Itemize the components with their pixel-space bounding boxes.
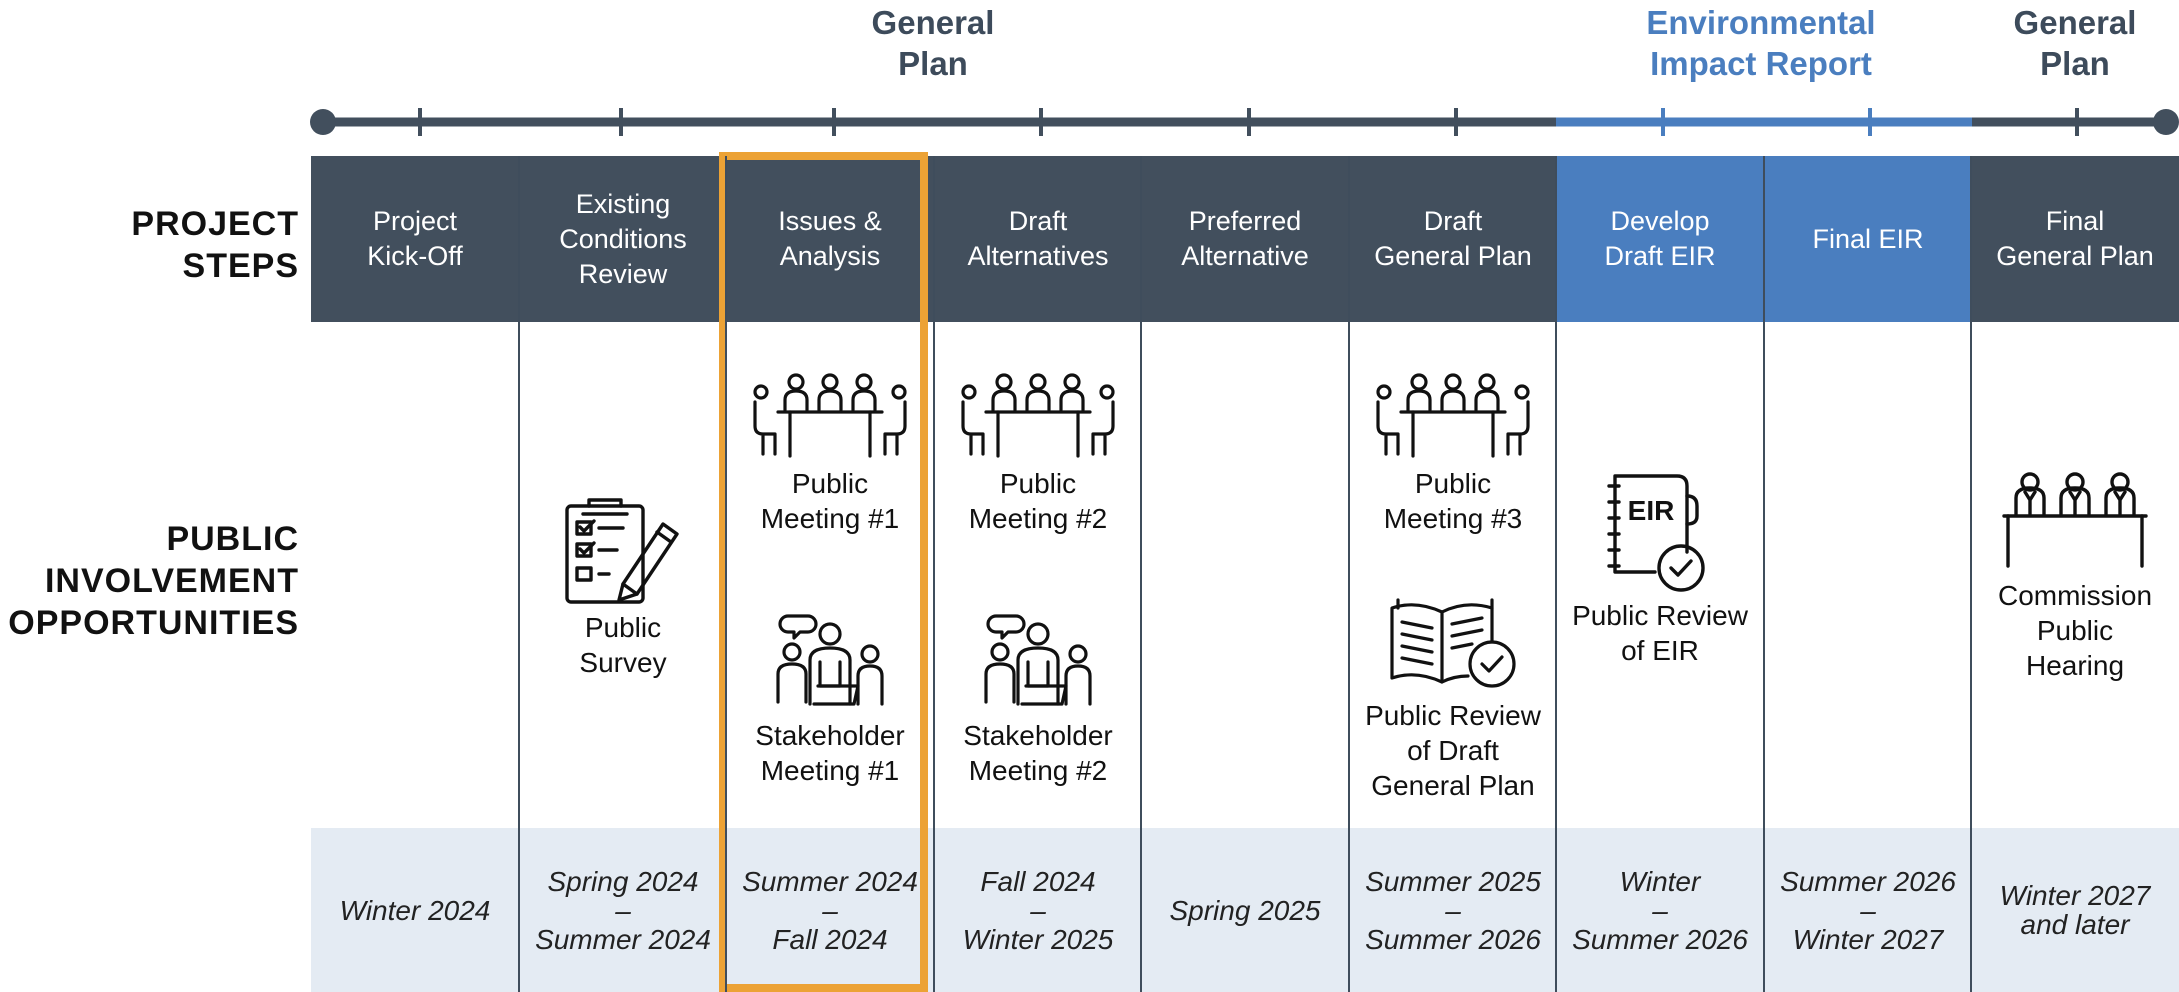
phase-label-general-plan: General Plan [871,4,995,82]
step-date: Spring 2025 [1141,828,1349,992]
step-header: Final EIR [1764,156,1972,322]
involvement-caption: Stakeholder Meeting #2 [963,720,1113,786]
involvement-item: Public Review of Draft General Plan [1349,592,1557,803]
involvement-caption: Public Survey [579,612,667,678]
step-column: Existing Conditions Review Public Survey… [519,156,727,992]
timeline [310,108,2179,136]
public-meeting-icon [1373,370,1533,460]
public-meeting-icon [750,370,910,460]
involvement-caption: Public Meeting #1 [760,468,900,534]
svg-text:EIR: EIR [1628,495,1675,526]
column-divider [1140,156,1142,992]
column-divider [933,156,935,992]
involvement-cell [1764,322,1972,828]
involvement-caption: Public Meeting #3 [1383,468,1523,534]
involvement-caption: Public Review of EIR [1572,600,1748,666]
step-column: Draft Alternatives Public Meeting #2 Sta… [934,156,1142,992]
involvement-cell: EIR Public Review of EIR [1556,322,1764,828]
step-column: Develop Draft EIR EIR Public Review of E… [1556,156,1764,992]
column-divider [1763,156,1765,992]
step-header: Develop Draft EIR [1556,156,1764,322]
column-divider [725,156,727,992]
step-header: Issues & Analysis [726,156,934,322]
column-divider [518,156,520,992]
involvement-caption: Commission Public Hearing [1997,580,2153,681]
step-header: Existing Conditions Review [519,156,727,322]
row-label-project-steps: PROJECT STEPS [131,205,299,285]
involvement-item: Stakeholder Meeting #2 [934,612,1142,788]
column-divider [1348,156,1350,992]
involvement-cell: Public Meeting #2 Stakeholder Meeting #2 [934,322,1142,828]
step-column: Issues & Analysis Public Meeting #1 Stak… [726,156,934,992]
involvement-cell [1141,322,1349,828]
step-date: Summer 2025 – Summer 2026 [1349,828,1557,992]
document-review-icon [1388,592,1518,692]
involvement-item: Public Meeting #3 [1349,370,1557,536]
step-date: Winter – Summer 2026 [1556,828,1764,992]
step-header: Draft General Plan [1349,156,1557,322]
phase-label-eir: Environmental Impact Report [1646,4,1876,82]
involvement-caption: Public Meeting #2 [968,468,1108,534]
step-date: Fall 2024 – Winter 2025 [934,828,1142,992]
involvement-item: Commission Public Hearing [1971,472,2179,683]
involvement-cell: Commission Public Hearing [1971,322,2179,828]
eir-binder-icon: EIR [1605,472,1715,592]
step-column: Final General Plan Commission Public Hea… [1971,156,2179,992]
involvement-item: Public Meeting #2 [934,370,1142,536]
step-header: Project Kick-Off [311,156,519,322]
involvement-caption: Stakeholder Meeting #1 [755,720,905,786]
public-meeting-icon [958,370,1118,460]
clipboard-survey-icon [563,494,683,604]
step-header: Final General Plan [1971,156,2179,322]
step-column: Draft General Plan Public Meeting #3 Pub… [1349,156,1557,992]
involvement-caption: Public Review of Draft General Plan [1365,700,1541,801]
step-date: Summer 2026 – Winter 2027 [1764,828,1972,992]
involvement-item: Stakeholder Meeting #1 [726,612,934,788]
stakeholder-meeting-icon [978,612,1098,712]
column-divider [1555,156,1557,992]
step-date: Spring 2024 – Summer 2024 [519,828,727,992]
involvement-cell [311,322,519,828]
involvement-cell: Public Meeting #1 Stakeholder Meeting #1 [726,322,934,828]
timeline-ticks [418,108,2079,136]
current-step-highlight [719,152,928,992]
involvement-cell: Public Survey [519,322,727,828]
involvement-item: EIR Public Review of EIR [1556,472,1764,668]
step-column: Final EIR Summer 2026 – Winter 2027 [1764,156,1972,992]
timeline-end-dot [2153,109,2179,135]
involvement-item: Public Meeting #1 [726,370,934,536]
involvement-item: Public Survey [519,494,727,680]
involvement-cell: Public Meeting #3 Public Review of Draft… [1349,322,1557,828]
timeline-start-dot [310,109,336,135]
commission-hearing-icon [2000,472,2150,572]
stakeholder-meeting-icon [770,612,890,712]
column-divider [1970,156,1972,992]
step-header: Draft Alternatives [934,156,1142,322]
phase-label-general-plan-final: General Plan [2013,4,2137,82]
step-date: Winter 2027 and later [1971,828,2179,992]
step-header: Preferred Alternative [1141,156,1349,322]
row-label-public-involvement: PUBLIC INVOLVEMENT OPPORTUNITIES [8,520,299,642]
step-date: Winter 2024 [311,828,519,992]
step-date: Summer 2024 – Fall 2024 [726,828,934,992]
